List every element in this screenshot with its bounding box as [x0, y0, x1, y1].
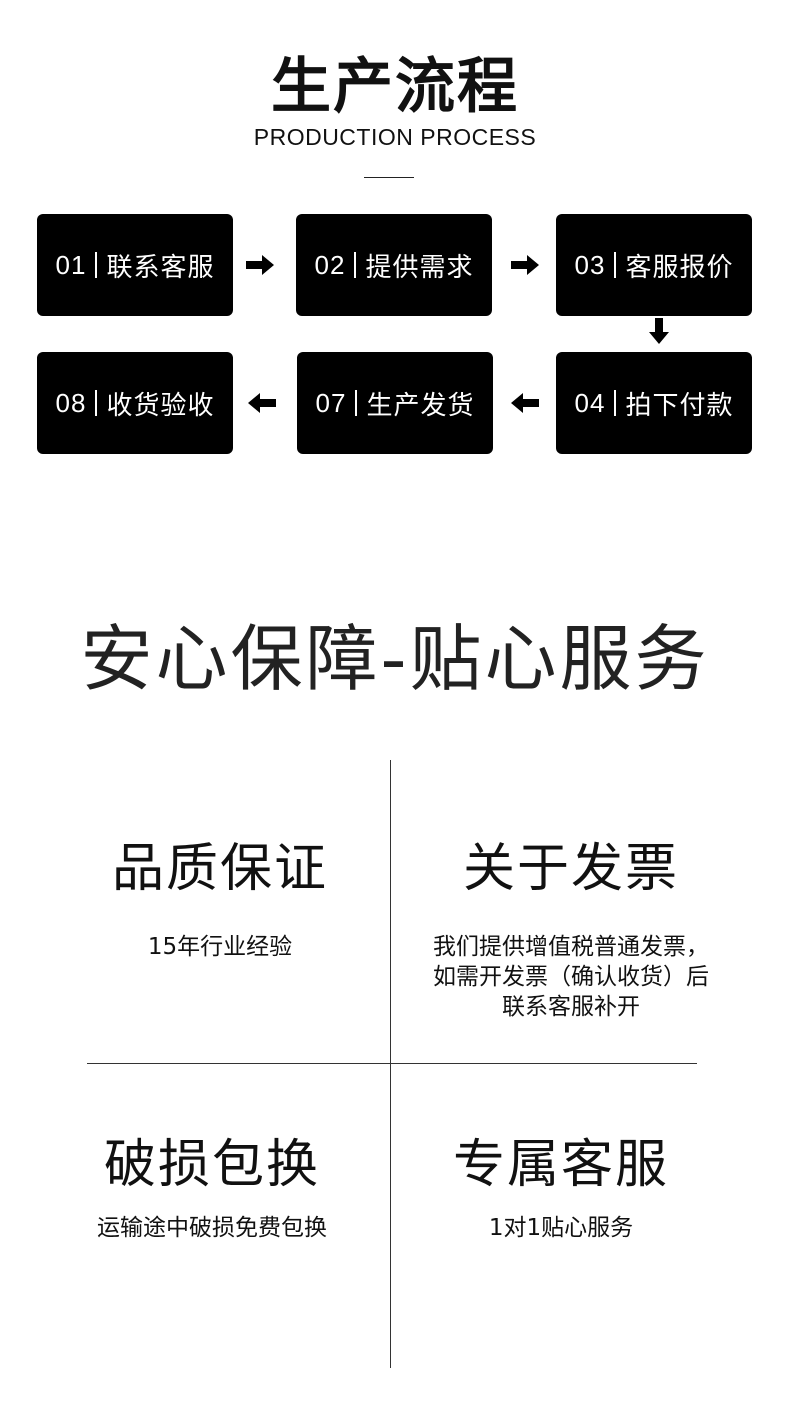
- damage-line: 运输途中破损免费包换: [97, 1215, 327, 1241]
- step-label: 联系客服: [106, 252, 215, 283]
- step-02: 02 提供需求: [296, 214, 492, 316]
- step-number: 02: [314, 249, 346, 280]
- title-divider: [364, 177, 414, 178]
- step-01: 01 联系客服: [37, 214, 233, 316]
- step-04: 04 拍下付款: [556, 352, 752, 454]
- step-label: 生产发货: [366, 390, 475, 421]
- step-separator: [95, 252, 98, 278]
- step-label: 提供需求: [365, 252, 474, 283]
- service-line: 1对1贴心服务: [488, 1215, 634, 1241]
- invoice-line: 联系客服补开: [502, 994, 640, 1020]
- service-text: 1对1贴心服务: [430, 1213, 692, 1243]
- invoice-line: 我们提供增值税普通发票，: [433, 934, 709, 960]
- step-label: 收货验收: [106, 390, 215, 421]
- arrow-right-icon: [511, 255, 539, 275]
- step-separator: [95, 390, 98, 416]
- guarantee-title: 安心保障-贴心服务: [80, 617, 710, 701]
- step-separator: [355, 390, 358, 416]
- invoice-heading: 关于发票: [462, 839, 679, 899]
- step-label: 客服报价: [625, 252, 734, 283]
- step-number: 04: [574, 387, 606, 418]
- step-number: 07: [315, 387, 347, 418]
- step-label: 拍下付款: [625, 390, 734, 421]
- invoice-line: 如需开发票（确认收货）后: [433, 964, 709, 990]
- damage-heading: 破损包换: [103, 1135, 320, 1195]
- page-title: 生产流程: [271, 52, 519, 122]
- step-separator: [354, 252, 357, 278]
- quality-text: 15年行业经验: [95, 932, 345, 962]
- grid-horizontal-divider: [87, 1063, 697, 1064]
- step-number: 03: [574, 249, 606, 280]
- grid-vertical-divider: [390, 760, 391, 1368]
- quality-heading: 品质保证: [111, 839, 328, 899]
- service-heading: 专属客服: [452, 1135, 669, 1195]
- page-subtitle: PRODUCTION PROCESS: [253, 124, 537, 150]
- step-separator: [614, 390, 617, 416]
- step-03: 03 客服报价: [556, 214, 752, 316]
- arrow-right-icon: [246, 255, 274, 275]
- arrow-left-icon: [511, 393, 539, 413]
- damage-text: 运输途中破损免费包换: [62, 1213, 362, 1243]
- quality-line: 15年行业经验: [147, 934, 293, 960]
- invoice-text: 我们提供增值税普通发票， 如需开发票（确认收货）后 联系客服补开: [400, 932, 742, 1022]
- arrow-left-icon: [248, 393, 276, 413]
- step-separator: [614, 252, 617, 278]
- step-08: 08 收货验收: [37, 352, 233, 454]
- step-number: 01: [55, 249, 87, 280]
- arrow-down-icon: [649, 318, 669, 344]
- step-number: 08: [55, 387, 87, 418]
- step-07: 07 生产发货: [297, 352, 493, 454]
